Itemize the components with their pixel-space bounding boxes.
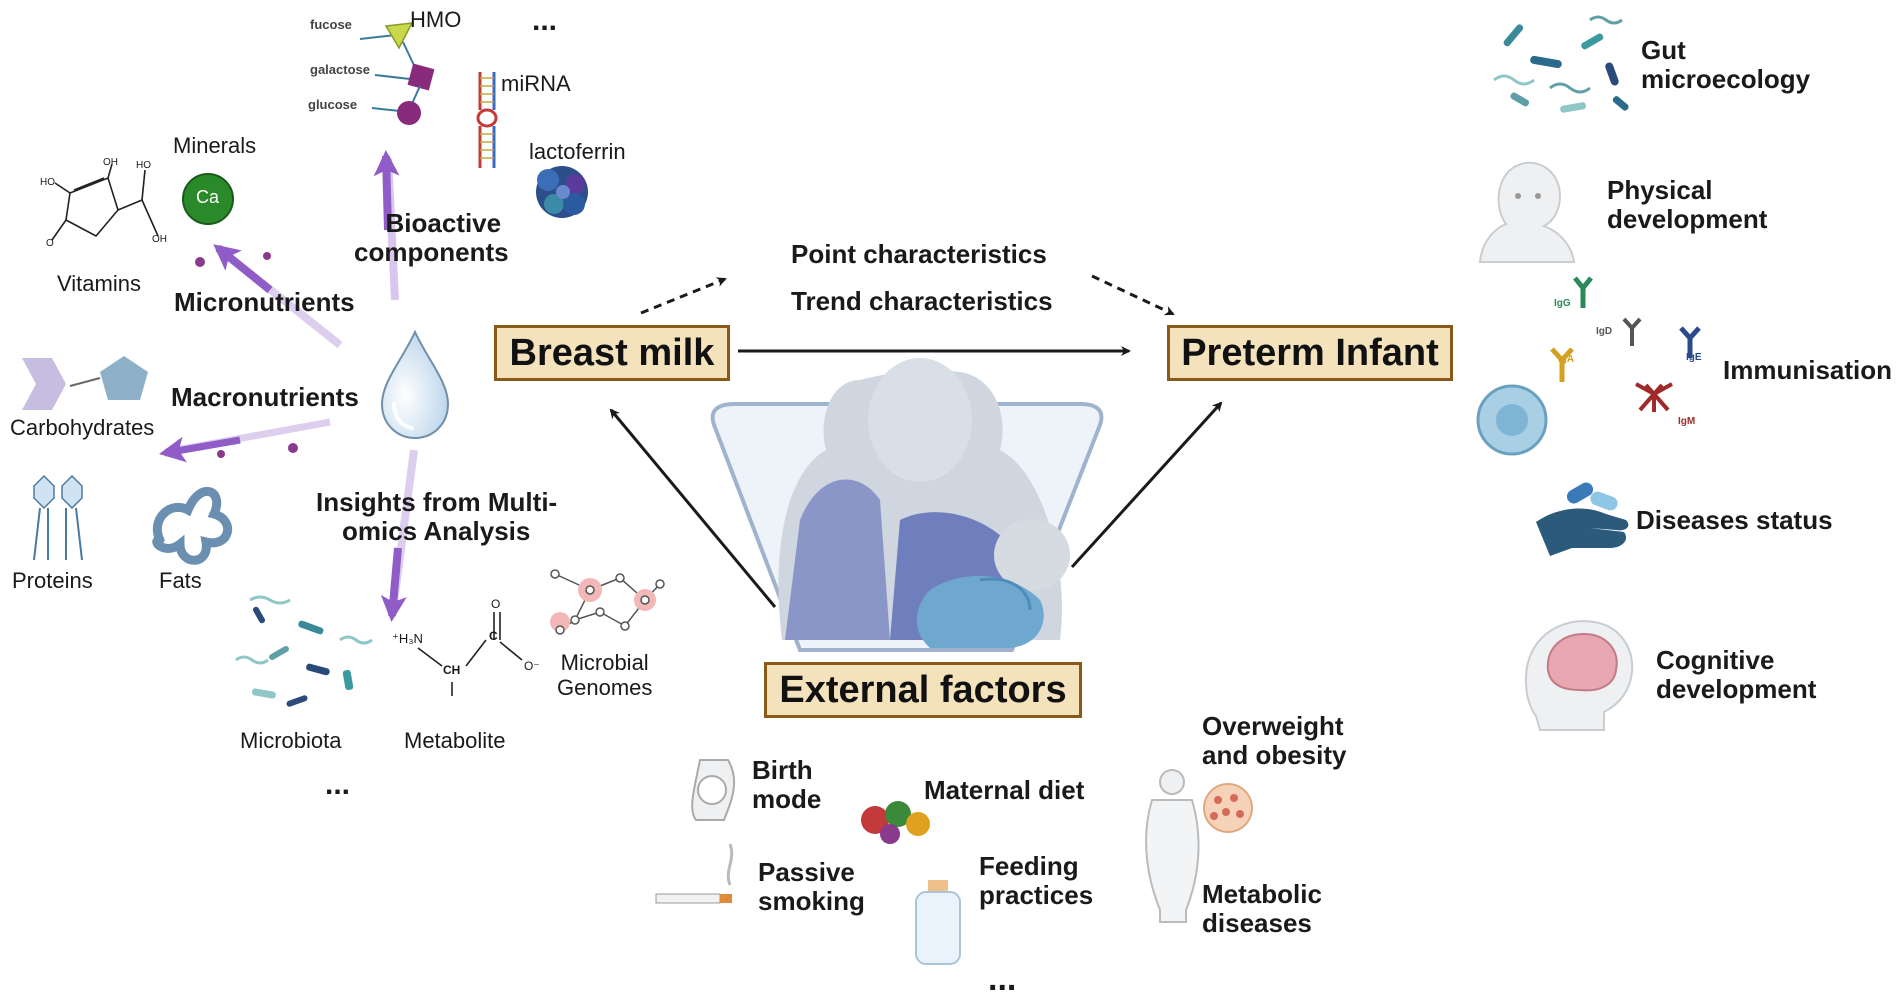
chem-o-3: O⁻ [524,659,540,673]
breastfeeding-mother-illustration [710,358,1104,652]
chem-oh-4: OH [152,234,167,245]
iga-label: IgA [1558,354,1575,365]
hmo-label: HMO [410,7,462,32]
lactoferrin-icon [536,166,588,218]
microbiota-label: Microbiota [240,728,342,753]
breast-milk-node: Breast milk [494,325,730,381]
maternal-diet-label: Maternal diet [924,775,1085,805]
chem-o-1: O [46,238,54,249]
bottom-ellipsis: ... [988,960,1017,998]
micronutrients-label: Micronutrients [174,287,355,317]
physical-development-label: Physical development [1607,175,1768,235]
igd-label: IgD [1596,326,1613,337]
metabolic-diseases-label: Metabolic diseases [1202,879,1322,939]
microbial-genome-network-icon [550,569,665,635]
chem-ho-1: HO [40,177,55,188]
cigarette-icon [655,843,734,904]
macronutrients-label: Macronutrients [171,382,359,412]
birth-mode-label: Birth mode [752,755,822,815]
vitamins-label: Vitamins [57,271,141,296]
microbial-genomes-label: Microbial Genomes [557,650,653,700]
chem-ho-3: HO [136,160,151,171]
chem-ch: CH [443,663,461,677]
gut-microecology-label: Gut microecology [1641,35,1811,95]
hand-pills-icon [1536,482,1629,556]
baby-bottle-icon [915,880,961,965]
microbiota-icon [235,595,373,707]
protein-icon [33,474,83,561]
baby-face-icon [1478,161,1576,263]
overweight-obesity-label: Overweight and obesity [1202,711,1347,771]
immunoglobulin-icons [1476,276,1701,456]
multiomics-label: Insights from Multi- omics Analysis [316,487,558,547]
chem-oh-2: OH [103,157,118,168]
vitamin-structure-icon [51,163,159,241]
calcium-symbol: Ca [196,187,220,207]
external-factors-node: External factors [764,662,1082,718]
food-icon [861,801,930,844]
immunisation-label: Immunisation [1723,355,1893,385]
igg-label: IgG [1554,298,1571,309]
purple-arrows [159,150,418,622]
top-ellipsis: ... [532,4,558,37]
left-ellipsis: ... [325,768,351,801]
ige-label: IgE [1686,352,1702,363]
lactoferrin-label: lactoferrin [529,139,626,164]
igm-label: IgM [1678,416,1696,427]
fats-label: Fats [159,568,202,593]
calcium-mineral-icon [182,173,234,225]
brain-head-icon [1524,620,1634,731]
cognitive-development-label: Cognitive development [1656,645,1817,705]
galactose-label: galactose [310,62,370,77]
feeding-practices-label: Feeding practices [979,851,1094,911]
point-characteristics-label: Point characteristics [791,239,1047,269]
gut-microecology-icon [1493,15,1629,113]
black-arrows [609,274,1223,608]
mirna-label: miRNA [501,71,571,96]
hmo-molecule-icon [359,22,435,125]
pregnant-belly-icon [691,759,736,821]
milk-drop-icon [380,329,450,440]
carbohydrates-label: Carbohydrates [10,415,155,440]
fat-icon [152,487,233,565]
diseases-status-label: Diseases status [1636,505,1833,535]
obese-woman-icon [1145,769,1253,923]
metabolite-label: Metabolite [404,728,506,753]
chem-c: C [489,629,498,643]
metabolite-structure-icon [417,612,523,696]
chem-nh3: ⁺H₃N [392,631,423,646]
carbohydrate-icon [22,356,148,410]
minerals-label: Minerals [173,133,257,158]
passive-smoking-label: Passive smoking [758,857,865,917]
trend-characteristics-label: Trend characteristics [791,286,1053,316]
glucose-label: glucose [308,97,358,112]
proteins-label: Proteins [12,568,93,593]
bioactive-components-label: Bioactive components [354,208,509,268]
fucose-label: fucose [310,17,352,32]
mirna-icon [476,72,498,168]
chem-o-2: O [491,597,501,611]
preterm-infant-node: Preterm Infant [1167,325,1453,381]
